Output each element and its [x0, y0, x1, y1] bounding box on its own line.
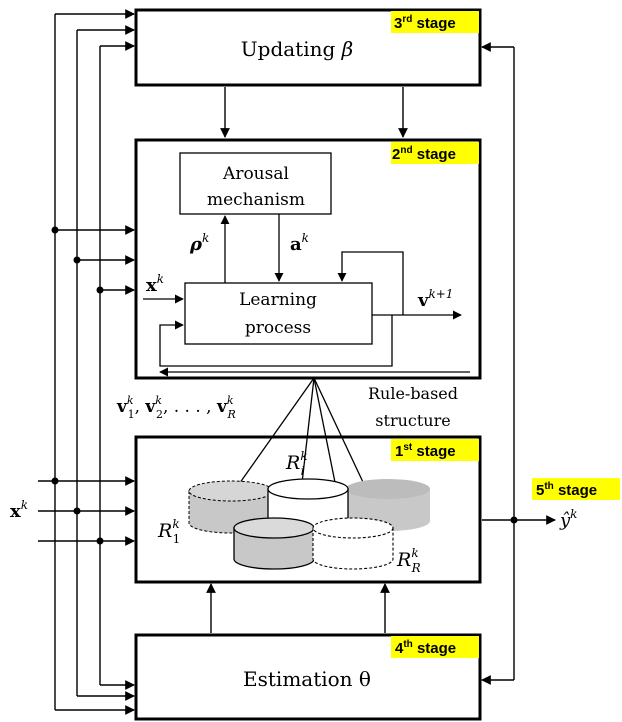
right-bus: [481, 42, 556, 685]
inter-stage-arrows: [206, 87, 408, 633]
left-bus-junctions: [51, 226, 104, 545]
stage3-tag: 3rd stage: [391, 11, 479, 33]
arousal-line1: Arousal: [222, 164, 289, 184]
rule-based-line2: structure: [375, 411, 450, 430]
stage5-tag: 5th stage: [532, 478, 620, 500]
rule-cylinder-gray-front: [233, 517, 315, 570]
svg-text:2nd stage: 2nd stage: [392, 145, 456, 163]
x-in-label: xk: [146, 272, 164, 296]
stage2-arrows: [143, 214, 470, 377]
arousal-line2: mechanism: [207, 190, 305, 210]
learning-line1: Learning: [239, 290, 317, 310]
a-label: ak: [290, 231, 309, 255]
x-left-label: xk: [10, 498, 28, 522]
learning-box: [184, 282, 373, 345]
left-bus: [38, 9, 135, 715]
stage2-tag: 2nd stage: [391, 142, 479, 164]
svg-text:5th stage: 5th stage: [536, 481, 597, 499]
rule-based-line1: Rule-based: [368, 384, 458, 403]
svg-text:3rd stage: 3rd stage: [394, 14, 456, 32]
updating-label: Updating β: [241, 37, 353, 61]
stage4-tag: 4th stage: [391, 636, 479, 658]
y-out-label: ŷk: [559, 507, 577, 531]
right-junction: [510, 516, 518, 524]
v-out-label: vk+1: [417, 287, 453, 311]
estimation-label: Estimation θ: [243, 667, 371, 691]
stage1-tag: 1st stage: [391, 439, 479, 461]
arousal-box: [179, 152, 332, 215]
svg-text:1st stage: 1st stage: [395, 442, 456, 460]
rho-label: ρk: [189, 231, 209, 255]
learning-line2: process: [245, 318, 311, 338]
svg-text:4th stage: 4th stage: [395, 639, 456, 657]
rule-cylinder-R: [312, 517, 394, 570]
